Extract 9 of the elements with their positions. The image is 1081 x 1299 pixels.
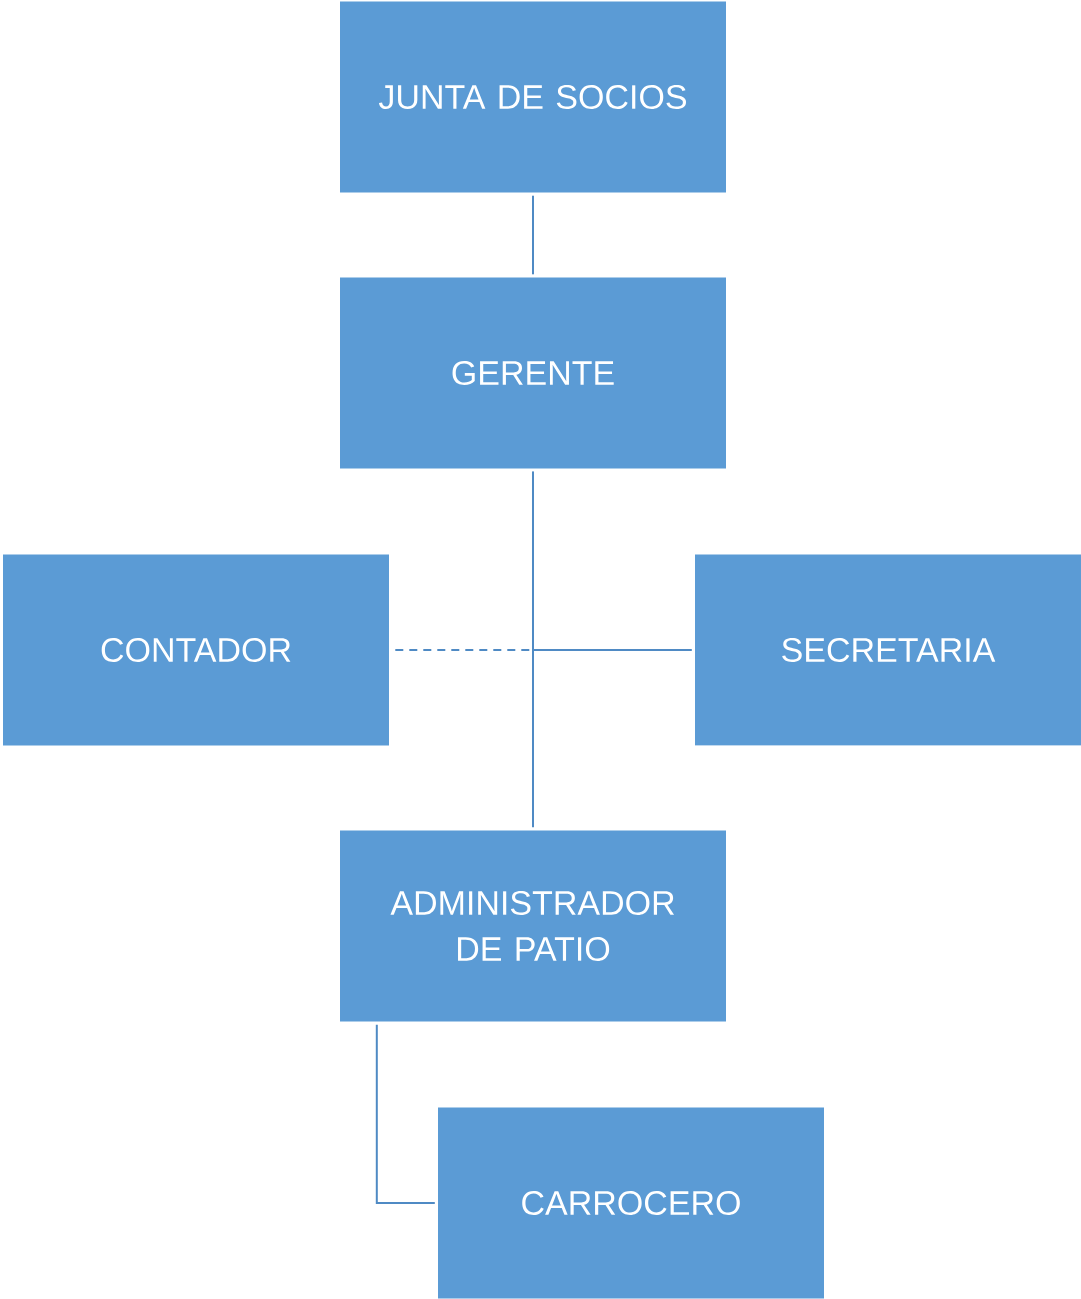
connector [532,194,534,276]
org-box: CARROCERO [438,1107,824,1299]
org-box: GERENTE [340,277,726,469]
connector [532,470,693,651]
org-box: CONTADOR [3,554,389,746]
org-box: JUNTA DE SOCIOS [340,1,726,193]
org-box: SECRETARIA [695,554,1081,746]
connector [375,1023,436,1204]
org-box: ADMINISTRADOR DE PATIO [340,830,726,1022]
